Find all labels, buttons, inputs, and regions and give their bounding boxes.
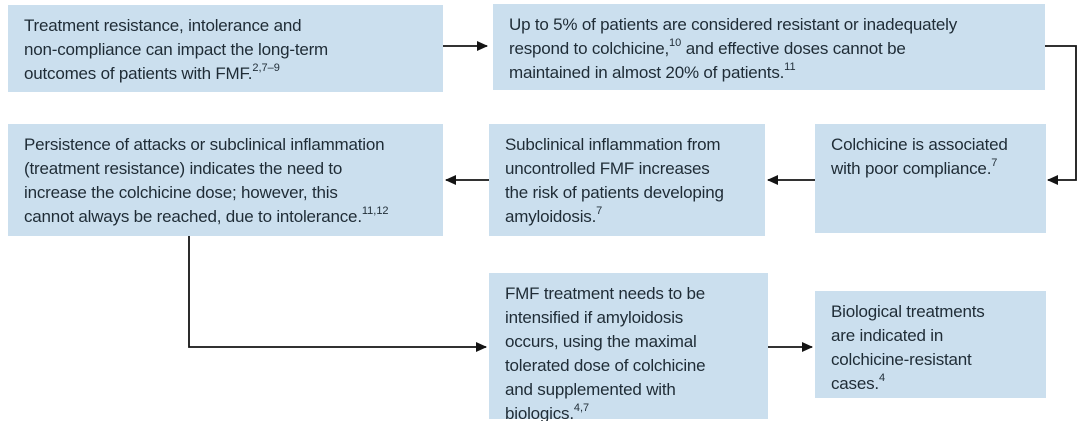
box-text-line: Treatment resistance, intolerance and: [24, 16, 302, 35]
box-text-line: are indicated in: [831, 326, 944, 345]
box-text-line: Up to 5% of patients are considered resi…: [509, 15, 958, 34]
reference-superscript: 4: [878, 372, 886, 385]
box-text-line: cannot always be reached, due to intoler…: [24, 205, 389, 226]
box-text-line: and supplemented with: [505, 380, 676, 399]
box-poor-compliance: Colchicine is associated with poor compli…: [815, 124, 1046, 233]
box-text-line: (treatment resistance) indicates the nee…: [24, 159, 343, 178]
box-text-line: amyloidosis.7: [505, 205, 603, 226]
box-text-line: maintained in almost 20% of patients.11: [509, 61, 796, 82]
box-text-line: Subclinical inflammation from: [505, 135, 721, 154]
box-text-line: colchicine-resistant: [831, 350, 972, 369]
box-text-line: cases.4: [831, 372, 886, 393]
reference-superscript: 11: [784, 61, 796, 74]
box-text-line: respond to colchicine,10 and effective d…: [509, 37, 906, 58]
box-biological-treatments: Biological treatments are indicated in col…: [815, 291, 1046, 398]
reference-superscript: 2,7–9: [252, 62, 280, 75]
reference-superscript: 4,7: [573, 402, 590, 415]
box-text-line: non-compliance can impact the long-term: [24, 40, 329, 59]
box-text-line: biologics.4,7: [505, 402, 590, 421]
box-text-line: occurs, using the maximal: [505, 332, 697, 351]
reference-superscript: 7: [596, 205, 603, 218]
box-text-line: with poor compliance.7: [831, 157, 998, 178]
box-treatment-intensification: FMF treatment needs to be intensified if …: [489, 273, 768, 421]
box-text-line: Persistence of attacks or subclinical in…: [24, 135, 385, 154]
reference-superscript: 10: [669, 37, 682, 50]
box-text-line: tolerated dose of colchicine: [505, 356, 706, 375]
box-treatment-impact: Treatment resistance, intolerance and non…: [8, 5, 443, 92]
box-text-line: FMF treatment needs to be: [505, 284, 706, 303]
box-text-line: Biological treatments: [831, 302, 985, 321]
box-resistance-stats: Up to 5% of patients are considered resi…: [493, 4, 1045, 90]
arrow-persistence-to-intensification: [188, 236, 487, 352]
box-persistence-intolerance: Persistence of attacks or subclinical in…: [8, 124, 443, 236]
box-text-line: the risk of patients developing: [505, 183, 724, 202]
box-text-line: outcomes of patients with FMF.2,7–9: [24, 62, 280, 83]
arrow-stats-to-compliance: [1045, 45, 1077, 185]
box-text-line: uncontrolled FMF increases: [505, 159, 710, 178]
box-text-line: intensified if amyloidosis: [505, 308, 684, 327]
box-subclinical-inflammation: Subclinical inflammation from uncontrolle…: [489, 124, 765, 236]
reference-superscript: 7: [991, 157, 998, 170]
box-text-line: increase the colchicine dose; however, t…: [24, 183, 338, 202]
reference-superscript: 11,12: [361, 205, 389, 218]
box-text-line: Colchicine is associated: [831, 135, 1008, 154]
